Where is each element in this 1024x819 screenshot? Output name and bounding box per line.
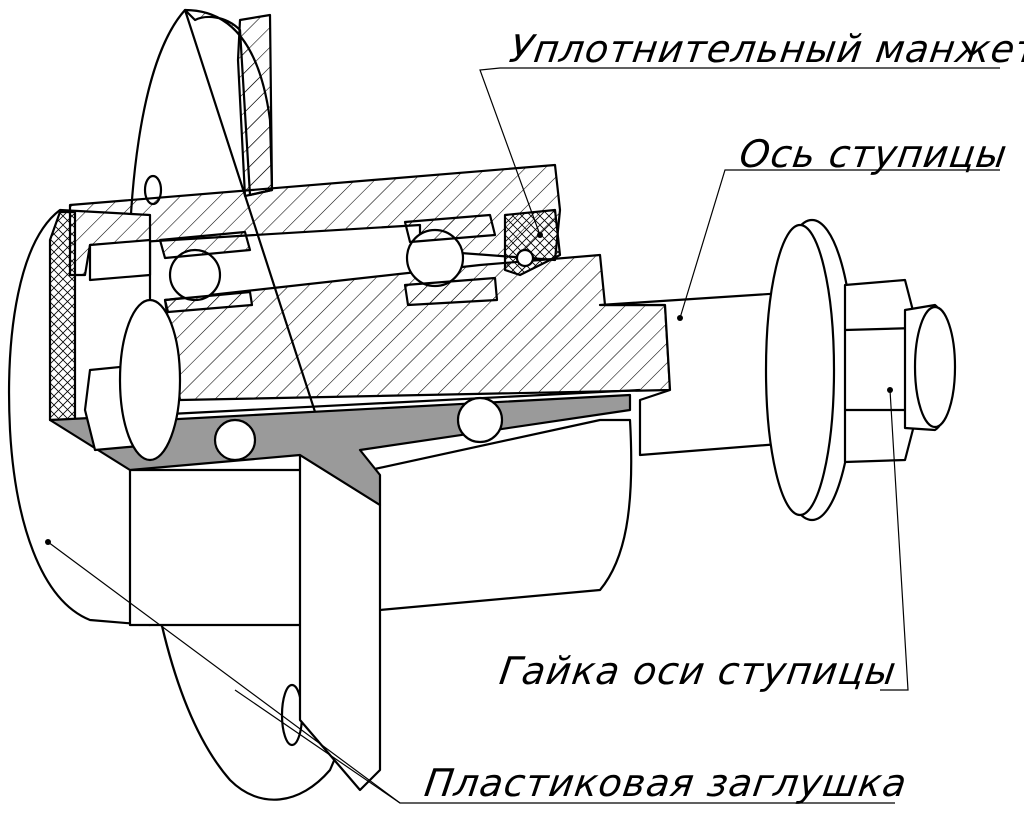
leader-axle (679, 169, 1000, 319)
leader-cap-2 (234, 689, 401, 804)
bearing-ball-lower-left (213, 418, 257, 462)
leader-nut (880, 389, 909, 691)
bearing-ball-lower-right (456, 396, 504, 444)
leader-seal (479, 67, 1000, 236)
label-axle: Ось ступицы (736, 132, 1011, 176)
inner-disc (118, 298, 182, 462)
label-seal: Уплотнительный манжет (506, 27, 1024, 71)
label-cap: Пластиковая заглушка (421, 761, 911, 805)
label-nut: Гайка оси ступицы (496, 649, 900, 693)
